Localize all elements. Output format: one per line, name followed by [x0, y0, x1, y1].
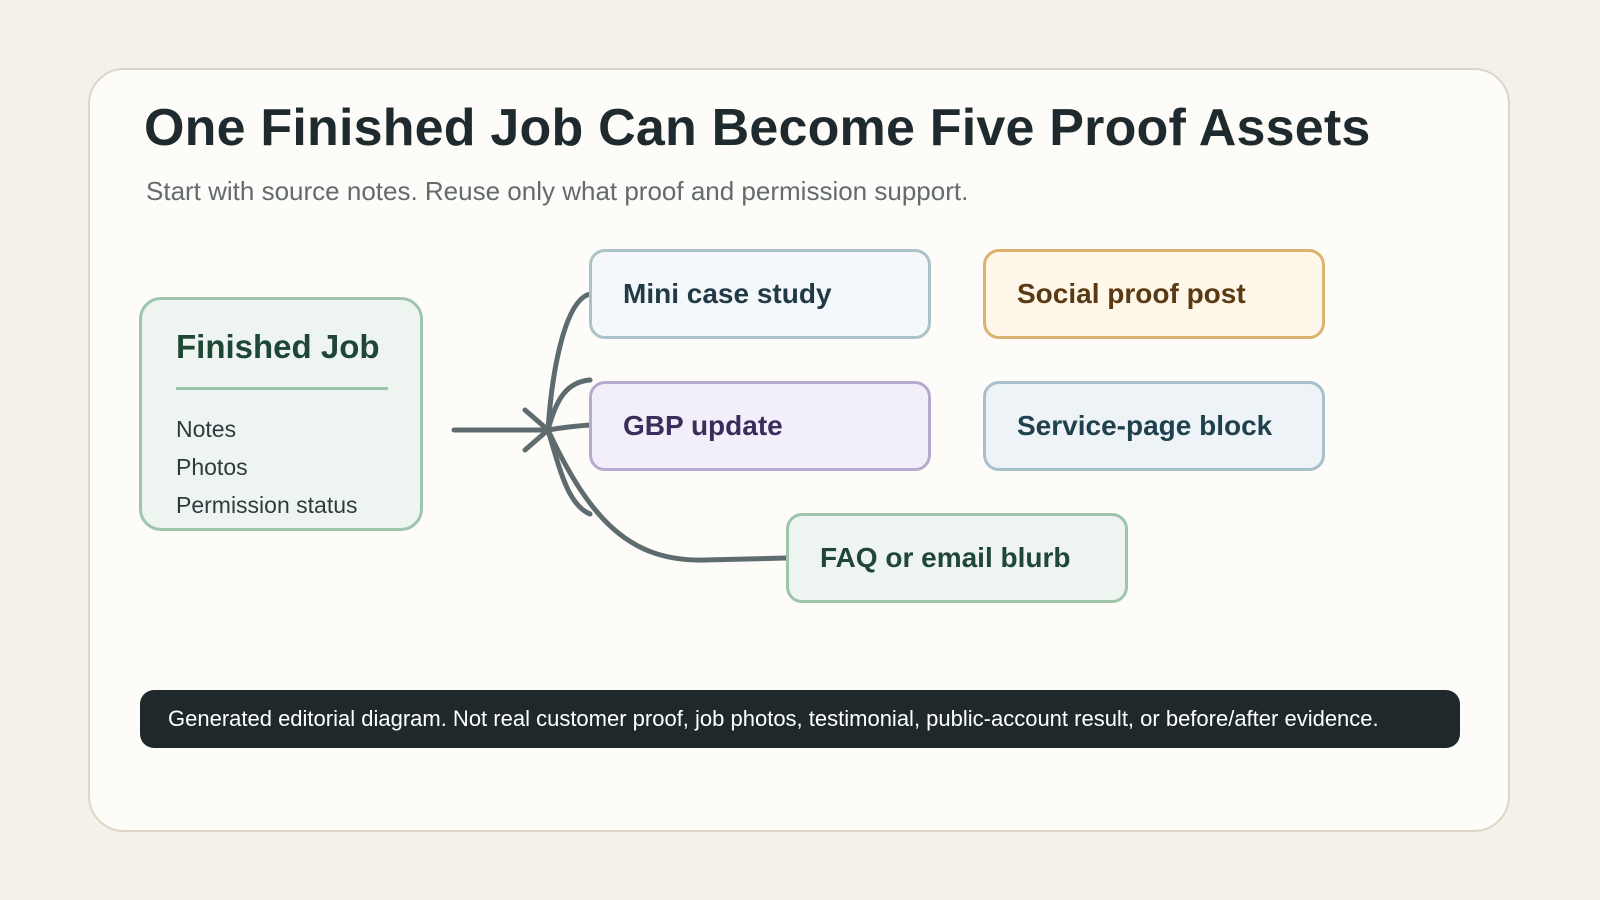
finished-job-divider	[176, 387, 388, 390]
connector-arrow-upper	[522, 407, 551, 433]
finished-job-items: Notes Photos Permission status	[176, 410, 358, 524]
asset-faq-email-blurb: FAQ or email blurb	[786, 513, 1128, 603]
asset-mini-case-study: Mini case study	[589, 249, 931, 339]
connector-arrow-lower	[522, 427, 551, 453]
source-item-notes: Notes	[176, 416, 237, 442]
connector-mini-case-study	[545, 291, 593, 433]
disclaimer-banner: Generated editorial diagram. Not real cu…	[140, 690, 1460, 748]
asset-service-page-block: Service-page block	[983, 381, 1325, 471]
connector-gbp-update-top	[545, 377, 593, 433]
page-subtitle: Start with source notes. Reuse only what…	[146, 176, 969, 206]
finished-job-box: Finished Job Notes Photos Permission sta…	[139, 297, 423, 531]
connector-faq	[545, 427, 789, 563]
source-item-photos: Photos	[176, 454, 248, 480]
page-title: One Finished Job Can Become Five Proof A…	[144, 99, 1371, 157]
connector-gbp-update	[545, 422, 593, 433]
source-item-permission-status: Permission status	[176, 492, 358, 518]
asset-gbp-update: GBP update	[589, 381, 931, 471]
asset-social-proof-post: Social proof post	[983, 249, 1325, 339]
finished-job-title: Finished Job	[176, 328, 380, 365]
